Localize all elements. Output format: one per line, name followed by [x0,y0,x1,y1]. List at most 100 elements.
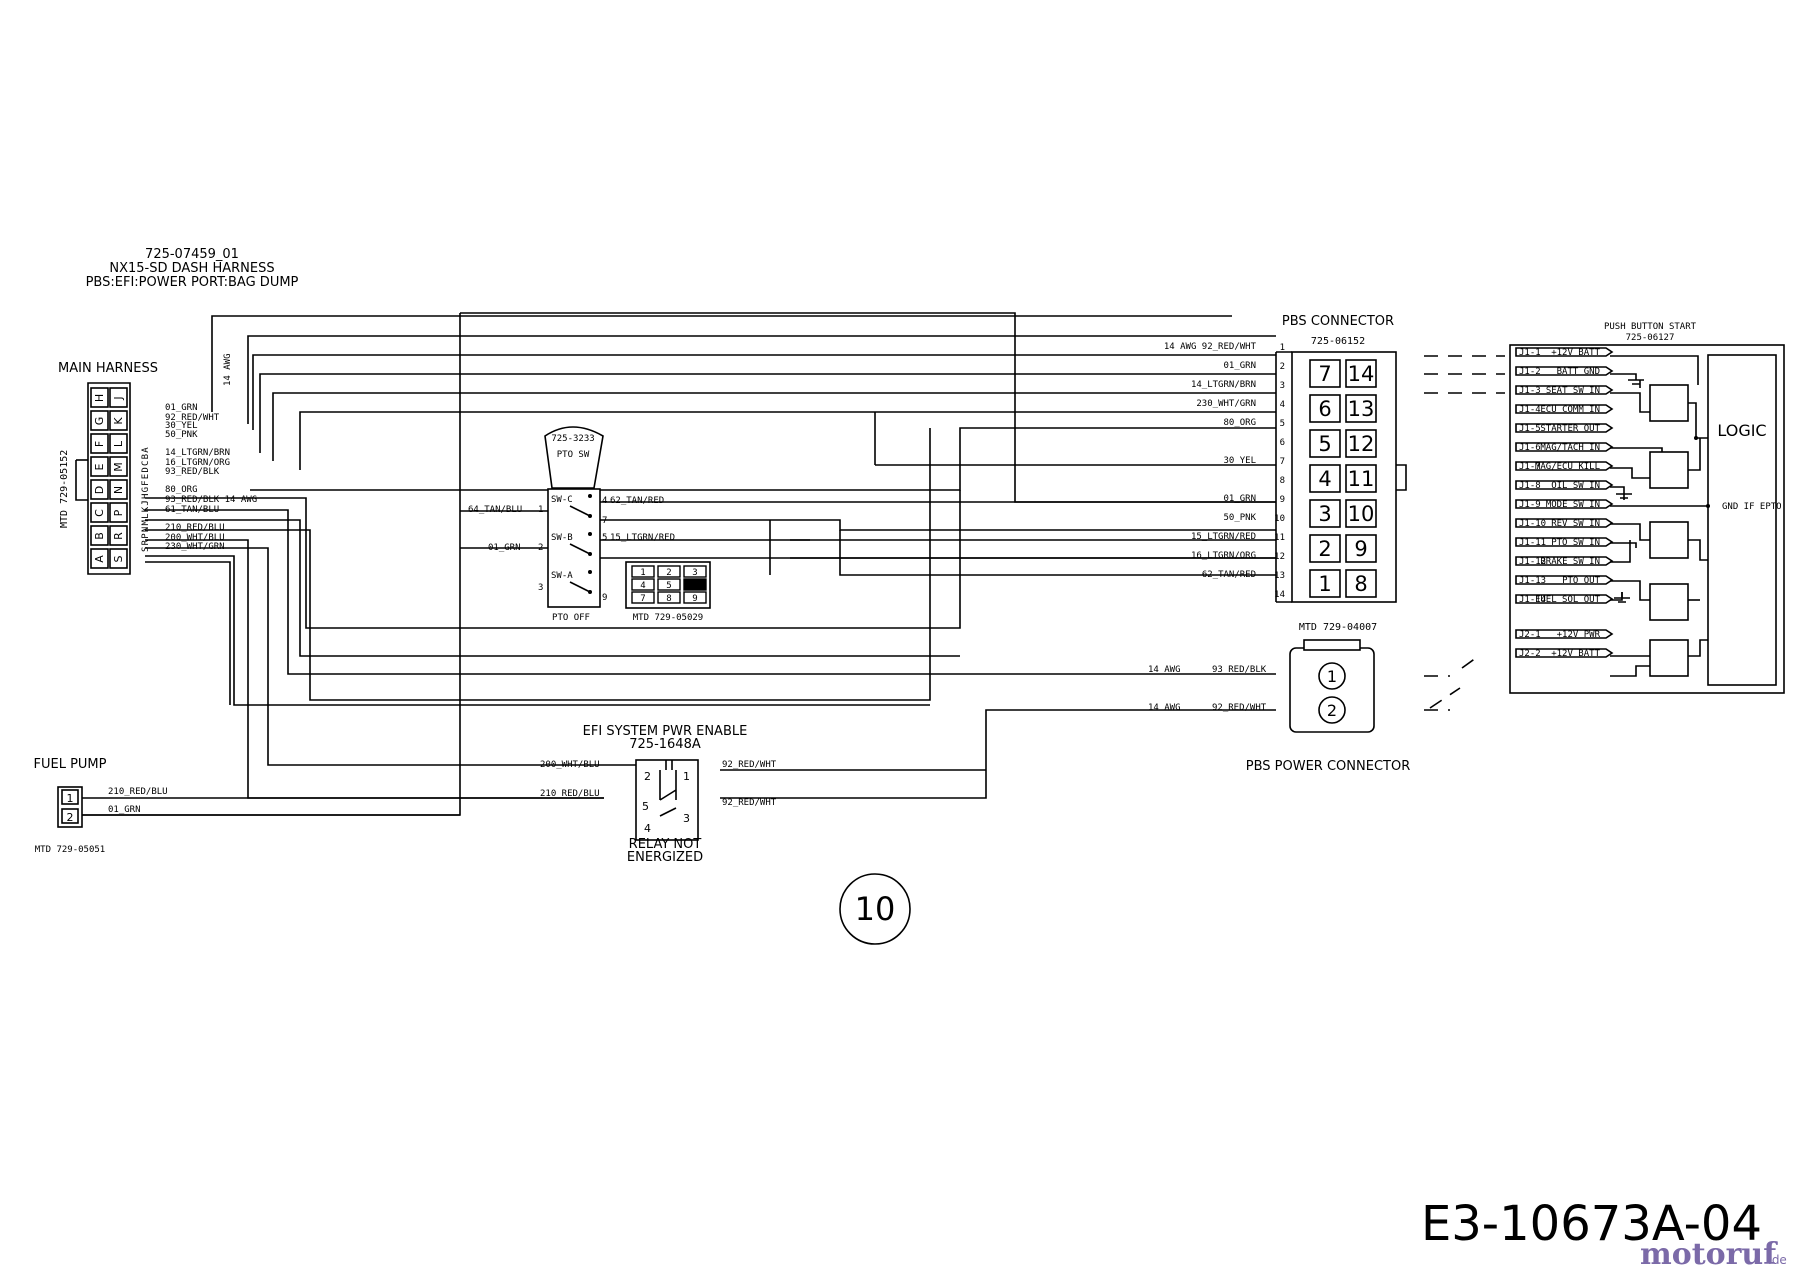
pbs-module-pin-name: OIL SW IN [1551,481,1600,491]
wires [65,312,1505,816]
pbs-power-wire-2-awg: 14 AWG [1148,703,1181,713]
pbs-cavity-label: 11 [1348,467,1375,491]
efi-relay: EFI SYSTEM PWR ENABLE 725-1648A 2 1 5 3 … [540,724,777,865]
pbs-cavity [1345,464,1377,493]
pbs-module-pin [1515,518,1614,528]
main-harness-wire-label: 61_TAN/BLU [165,505,219,515]
efi-relay-pin-4: 4 [644,822,651,835]
pbs-connector-wire-label: 30_YEL [1223,456,1256,466]
pbs-module-pin-name: STARTER OUT [1540,424,1600,434]
efi-wire-1: 200_WHT/BLU [540,760,600,770]
pto-switch-pin: 4 [602,496,607,506]
pto-switch-contact [569,543,591,555]
pbs-connector-wire-label: 14_LTGRN/BRN [1191,380,1256,390]
pbs-module-pin-name: REV SW IN [1551,519,1600,529]
main-harness-wire-label: 210_RED/BLU [165,523,225,533]
main-harness-cell [90,502,109,523]
pbs-connector-pin-number: 10 [1274,514,1285,524]
pbs-module-pin-name: PTO OUT [1562,576,1601,586]
pbs-module-pin-name: +12V BATT [1551,348,1600,358]
pto-switch-terminal [588,532,592,536]
main-harness-wire-label: 14_LTGRN/BRN [165,448,230,458]
pbs-power-connector: 1 2 PBS POWER CONNECTOR 14 AWG 93_RED/BL… [1148,639,1410,774]
pto-switch-label: PTO SW [557,450,590,460]
efi-relay-pin-2: 2 [644,770,651,783]
pbs-connector-pin-number: 8 [1280,476,1285,486]
pbs-module-pin [1515,537,1614,547]
pto-switch-section: SW-B [551,533,573,543]
pbs-cavity-label: 13 [1348,397,1375,421]
pbs-module-pin-name: MODE SW IN [1546,500,1600,510]
pbs-relays [1610,355,1710,677]
pbs-connector-part-no: 725-06152 [1311,336,1365,347]
dash-harness-part-no: 725-07459_01 [145,247,239,262]
fuel-pump-wire-2: 01_GRN [108,805,141,815]
efi-wire-2: 210_RED/BLU [540,789,600,799]
main-harness-wire-label: 92_RED/WHT [165,413,220,423]
main-harness-cell-label: G [93,417,106,426]
main-harness-cell-label: J [112,396,125,400]
pbs-cavity [1309,569,1341,598]
pto-connector-cell-label: 7 [640,594,645,604]
main-harness-cell [90,410,109,431]
pbs-module-pin-name: PTO SW IN [1551,538,1600,548]
pbs-logic-block [1707,354,1777,686]
pbs-connector: PBS CONNECTOR 725-06152 114 AWG 92_RED/W… [1164,314,1407,633]
pbs-module-pin-id: J1-13 [1519,576,1546,586]
pbs-connector-pin-number: 6 [1280,438,1285,448]
pto-switch-body [547,488,601,608]
pbs-power-pin-2 [1318,696,1346,724]
pto-switch-off-label: PTO OFF [552,613,590,623]
pbs-logic-label: LOGIC [1717,421,1766,440]
page-number-label: 10 [855,890,896,928]
pbs-cavity [1345,499,1377,528]
pbs-module-pin [1515,347,1614,357]
page-number-circle [839,873,911,945]
pto-switch-part-no: 725-3233 [551,434,594,444]
fuel-pump-cell-2 [61,808,79,824]
efi-relay-pin-3: 3 [683,812,690,825]
fuel-pump-pin-2: 2 [67,811,74,824]
pbs-module-pin [1515,442,1614,452]
watermark-suffix: .de [1768,1253,1787,1267]
pbs-module-pin-id: J2-1 [1519,630,1541,640]
pbs-module-pin-name: FUEL SOL OUT [1535,595,1601,605]
pbs-module-part-no: 725-06127 [1626,333,1675,343]
pbs-connector-wire-label: 01_GRN [1223,494,1256,504]
main-harness-cell-label: D [93,486,106,494]
pbs-module-pin [1515,385,1614,395]
main-harness-cell-label: P [112,509,125,516]
pto-connector-cell [683,578,707,591]
pbs-connector-wire-label: 16_LTGRN/ORG [1191,551,1256,561]
main-harness-cell [109,502,128,523]
pbs-cavity [1309,534,1341,563]
pbs-connector-pin-number: 1 [1280,343,1285,353]
efi-relay-title: EFI SYSTEM PWR ENABLE [583,724,748,739]
main-harness-cell-label: K [112,417,125,425]
relay-4 [1649,583,1689,621]
pbs-module-pin-id: J2-2 [1519,649,1541,659]
pbs-module-pin [1515,366,1614,376]
pbs-cavity-label: 12 [1348,432,1375,456]
pbs-cavity-label: 3 [1318,502,1331,526]
dash-harness-options: PBS:EFI:POWER PORT:BAG DUMP [86,275,299,290]
page-number: 10 [839,873,911,945]
pto-switch: 725-3233 PTO SW PTO OFF SW-CSW-BSW-A1234… [468,426,711,623]
pbs-module-pin-id: J1-5 [1519,424,1541,434]
pbs-connector-wire-label: 230_WHT/GRN [1196,399,1256,409]
main-harness-cell [90,479,109,500]
main-harness-wire-label: 16_LTGRN/ORG [165,458,230,468]
efi-wire-4: 92_RED/WHT [722,798,777,808]
main-harness-cell [90,387,109,408]
pto-connector-cell-label: 2 [666,568,671,578]
pbs-cavity-label: 8 [1354,572,1367,596]
pbs-module-pin-id: J1-14 [1519,595,1546,605]
pbs-module-pin [1515,594,1614,604]
pto-switch-pin: 7 [602,516,607,526]
pbs-cavity-label: 4 [1318,467,1331,491]
main-harness-cell-label: A [93,555,106,563]
